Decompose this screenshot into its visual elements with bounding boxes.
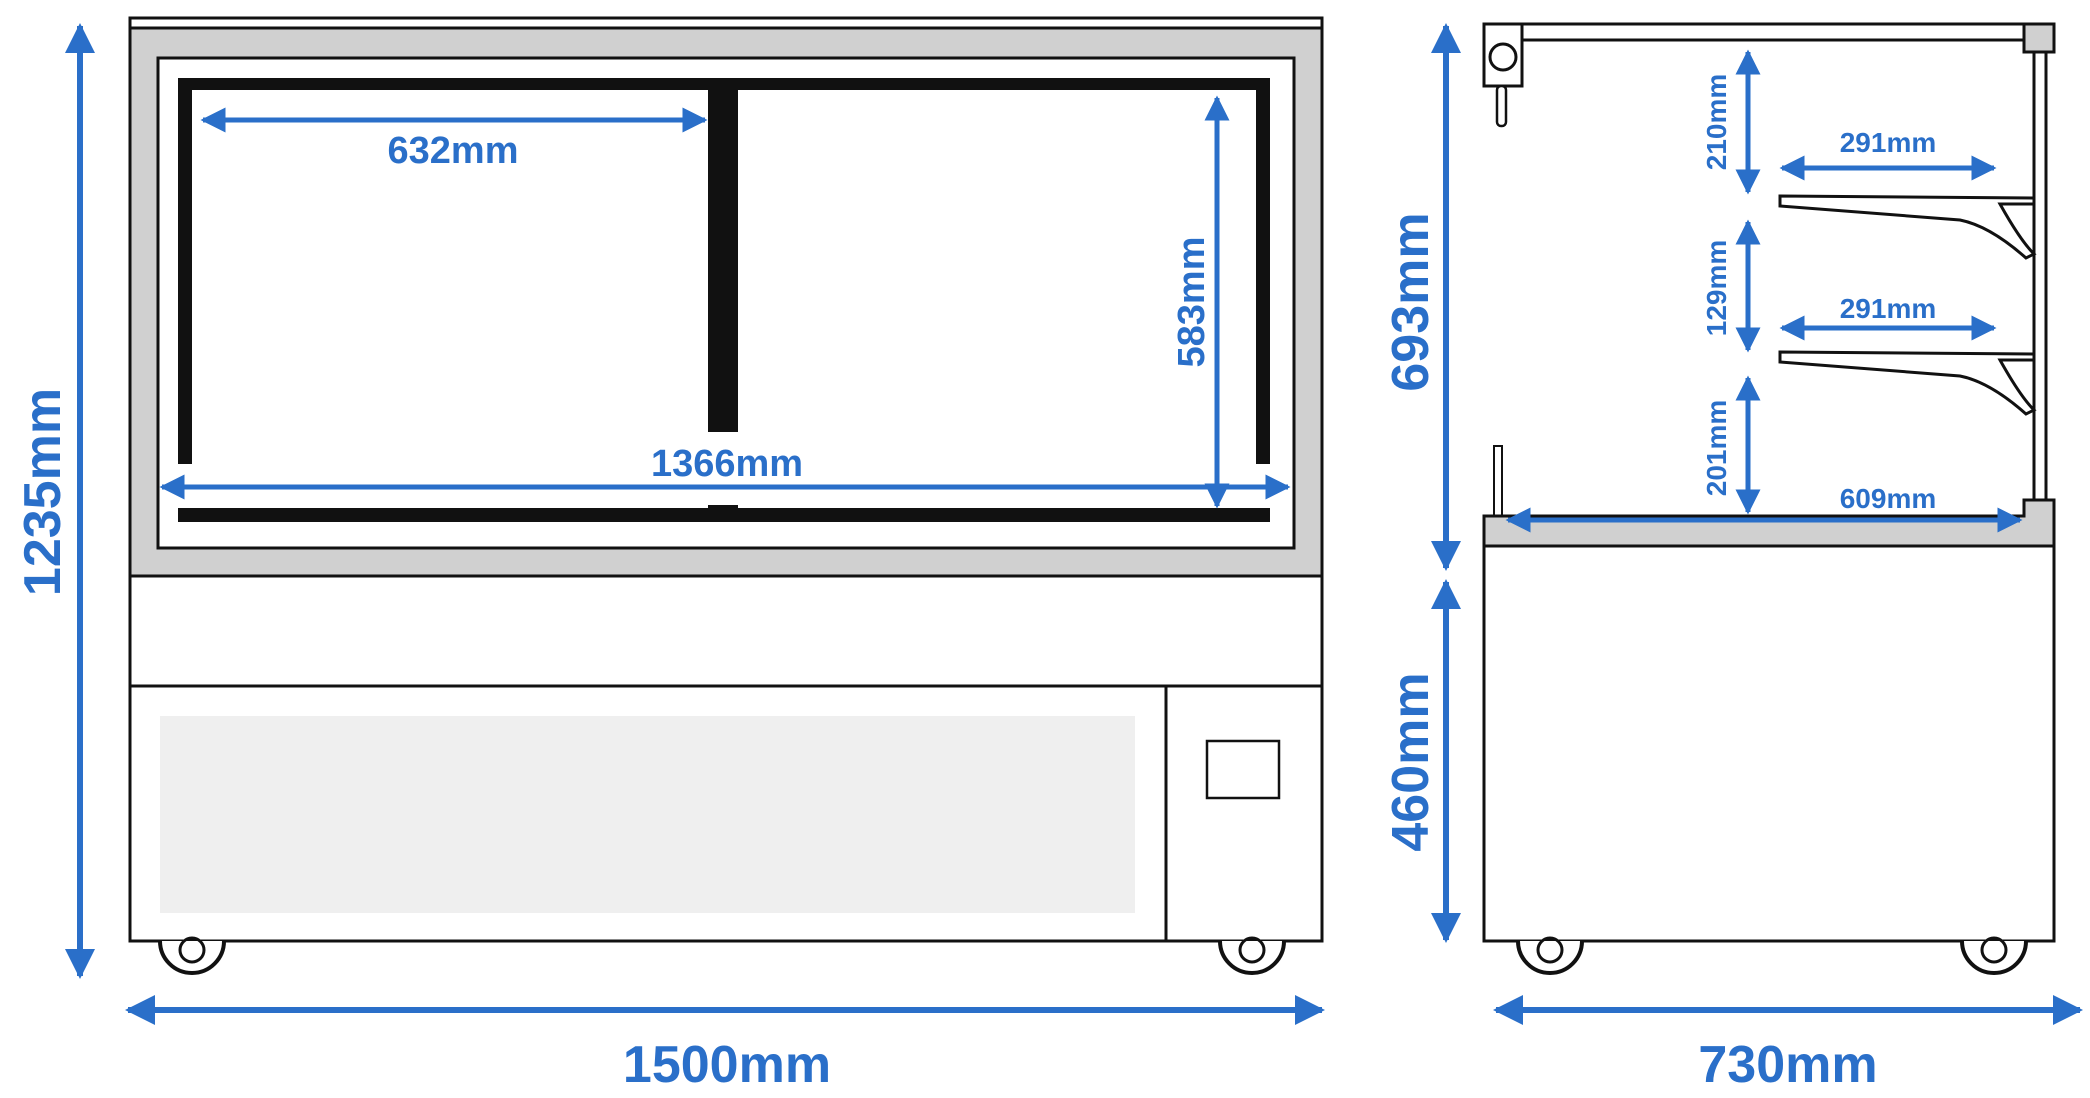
front-glass-panel xyxy=(2032,50,2048,519)
door-center-stile xyxy=(708,78,738,432)
upper-shelf xyxy=(1778,194,2037,260)
wheel-left-hub xyxy=(178,936,206,964)
door-center-stub xyxy=(708,505,738,515)
side-wheels xyxy=(1516,936,2028,975)
wheel-right xyxy=(1218,940,1286,975)
side-shelves xyxy=(1778,194,2037,416)
front-wheels xyxy=(158,936,1286,975)
light-pendant xyxy=(1495,84,1508,128)
door-width-label: 632mm xyxy=(388,130,519,172)
side-deck xyxy=(1482,498,2056,548)
lower-shelf xyxy=(1778,350,2037,416)
side-base-cabinet xyxy=(1482,544,2056,943)
inner-width-label: 1366mm xyxy=(651,443,803,485)
front-glass-cap xyxy=(2022,22,2056,54)
overall-width-label: 1500mm xyxy=(623,1036,831,1093)
light-fixture-icon xyxy=(1488,42,1518,72)
inner-height-label: 583mm xyxy=(1171,237,1213,368)
door-left-stile xyxy=(178,78,192,464)
front-canopy-band xyxy=(128,574,1324,688)
upper-shelf-depth-label: 291mm xyxy=(1840,127,1937,158)
side-wheel-left xyxy=(1516,940,1584,975)
base-height-label: 460mm xyxy=(1382,672,1440,851)
side-wheel-left-hub xyxy=(1536,936,1564,964)
side-wheel-right-hub xyxy=(1980,936,2008,964)
wheel-right-hub xyxy=(1238,936,1266,964)
wheel-left xyxy=(158,940,226,975)
lower-shelf-depth-label: 291mm xyxy=(1840,293,1937,324)
overall-height-label: 1235mm xyxy=(14,388,72,596)
front-vent-panel xyxy=(160,716,1135,913)
top-gap-label: 210mm xyxy=(1701,74,1732,171)
overall-depth-label: 730mm xyxy=(1698,1036,1877,1093)
side-wheel-right xyxy=(1960,940,2028,975)
bottom-gap-label: 201mm xyxy=(1701,400,1732,497)
display-height-label: 693mm xyxy=(1382,212,1440,391)
rear-post xyxy=(1493,445,1503,517)
inner-width-label-bg xyxy=(640,438,820,482)
control-panel xyxy=(1205,739,1281,800)
front-view: 632mm 583mm 1366mm 1235mm 1500mm xyxy=(14,16,1325,1094)
side-view: 693mm 460mm 210mm 129mm 201mm 291mm 291m… xyxy=(1382,22,2083,1094)
door-right-stile xyxy=(1256,78,1270,464)
side-top-canopy xyxy=(1482,22,2056,42)
middle-gap-label: 129mm xyxy=(1701,240,1732,337)
sliding-doors xyxy=(178,78,1270,522)
base-depth-label: 609mm xyxy=(1840,483,1937,514)
